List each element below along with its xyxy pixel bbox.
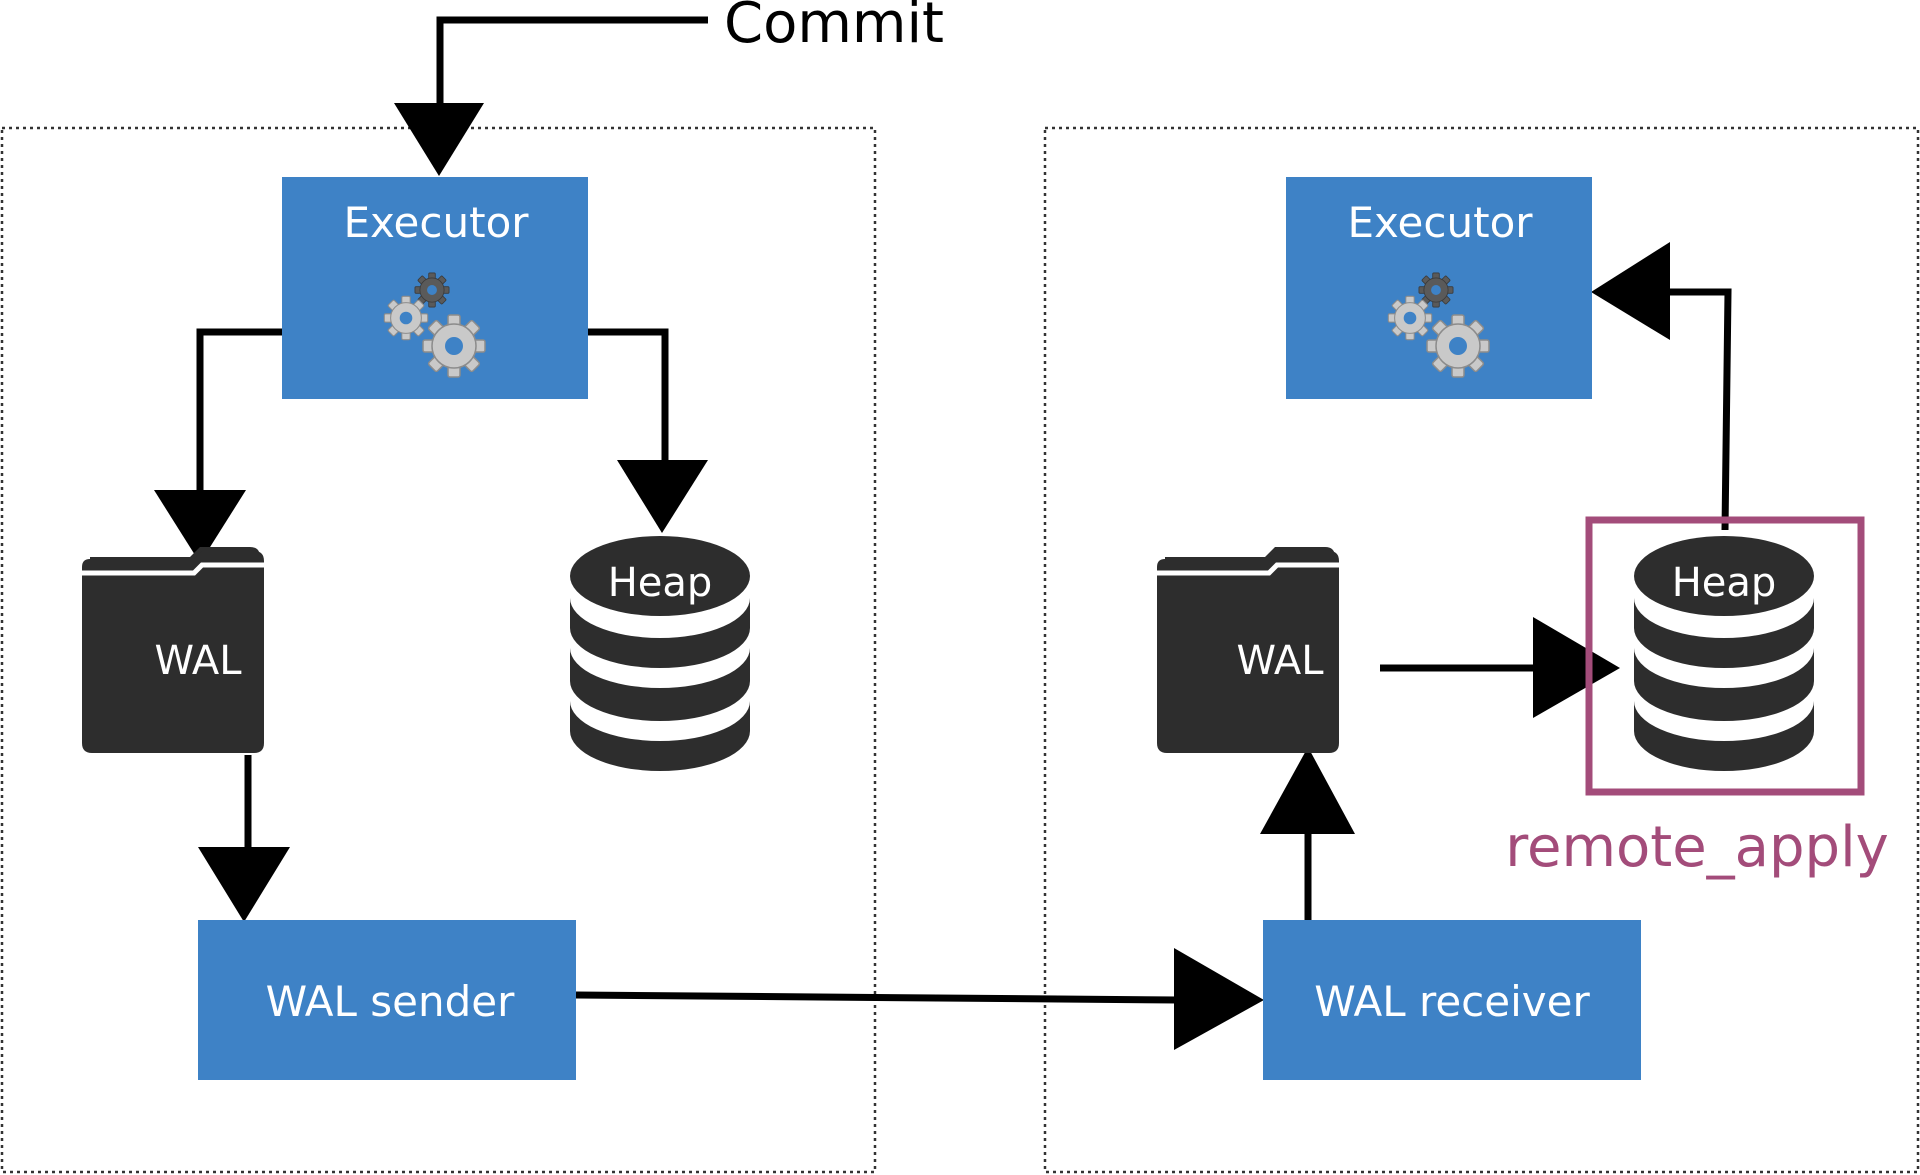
primary-wal-folder: WAL	[82, 547, 264, 753]
wal-sender-label: WAL sender	[266, 977, 516, 1026]
remote-apply-highlight	[1585, 516, 1865, 796]
wal-sender-box: WAL sender	[198, 920, 576, 1080]
wal-receiver-label: WAL receiver	[1314, 977, 1590, 1026]
wal-receiver-box: WAL receiver	[1263, 920, 1641, 1080]
receiver-arrow-icon	[1174, 948, 1264, 1050]
standby-wal-label: WAL	[1236, 638, 1324, 684]
heap-to-executor-connector	[1660, 288, 1732, 531]
standby-heap-database: Heap	[1634, 536, 1814, 771]
sender-to-receiver-connector	[575, 991, 1179, 1004]
primary-heap-database: Heap	[570, 536, 750, 771]
commit-arrow-icon	[394, 103, 484, 176]
heap-standby-arrow-icon	[1533, 617, 1620, 718]
commit-connector	[436, 16, 708, 112]
commit-label: Commit	[724, 0, 944, 56]
standby-heap-label: Heap	[1672, 560, 1777, 606]
connectors	[196, 16, 1732, 1004]
wal-arrow-icon	[154, 490, 246, 563]
sender-arrow-icon	[198, 847, 290, 922]
arrow-heads	[154, 103, 1670, 1050]
executor-standby-arrow-icon	[1591, 242, 1670, 340]
primary-heap-label: Heap	[608, 560, 713, 606]
remote-apply-label: remote_apply	[1505, 815, 1889, 880]
primary-executor-label: Executor	[343, 198, 529, 247]
standby-server-container	[1043, 126, 1920, 1174]
executor-to-wal-connector	[196, 328, 282, 492]
executor-to-heap-connector	[588, 328, 669, 462]
primary-wal-label: WAL	[154, 638, 242, 684]
standby-wal-folder: WAL	[1157, 547, 1339, 753]
heap-arrow-icon	[617, 460, 708, 533]
standby-executor-box: Executor	[1286, 177, 1592, 399]
standby-executor-label: Executor	[1347, 198, 1533, 247]
wal-standby-arrow-icon	[1260, 747, 1355, 834]
primary-executor-box: Executor	[282, 177, 588, 399]
